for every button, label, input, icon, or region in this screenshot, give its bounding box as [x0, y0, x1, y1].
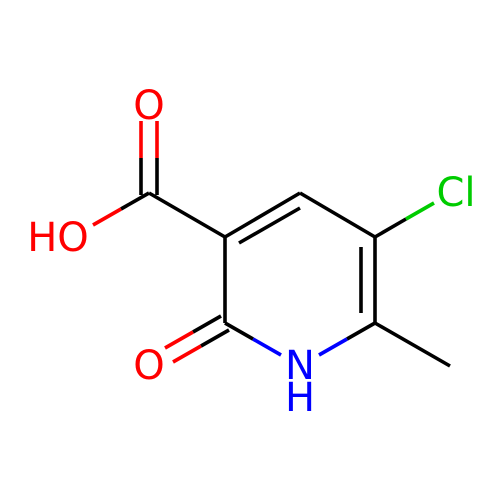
- bond-n1-c2: [224, 321, 254, 341]
- bond-c2-o-double-a-red: [164, 330, 194, 350]
- bond-c5-cl: [374, 217, 407, 239]
- atom-label-ring-nitrogen: N: [285, 343, 315, 389]
- atom-label-chlorine: Cl: [436, 170, 475, 216]
- bond-c4-c5: [299, 191, 376, 239]
- bond-c2-o-double-b-red: [172, 344, 202, 364]
- atom-label-carbonyl-oxygen: O: [133, 83, 164, 129]
- atom-label-hydroxyl: HO: [27, 215, 89, 261]
- bond-c3-c4: [224, 191, 301, 239]
- bond-carboxyl-c-ring: [148, 191, 226, 239]
- bond-c3-c4-inner: [238, 206, 301, 245]
- atom-labels: O HO O N H Cl: [27, 83, 475, 421]
- bond-carboxyl-c-oh: [120, 191, 150, 211]
- atom-label-ring-nitrogen-hydrogen: H: [285, 375, 315, 421]
- atom-label-ring-carbonyl-oxygen: O: [133, 343, 164, 389]
- bond-c6-methyl: [374, 321, 451, 368]
- bond-n1-c2-blue: [252, 337, 282, 357]
- bonds: [92, 121, 451, 368]
- bond-c6-n1-blue: [318, 337, 348, 357]
- bond-c6-n1: [346, 321, 376, 341]
- bond-c2-o-double-a: [192, 314, 222, 334]
- bond-c5-cl-green: [405, 201, 435, 221]
- bond-carboxyl-c-oh-red: [92, 207, 122, 227]
- bond-c2-o-double-b: [200, 328, 230, 348]
